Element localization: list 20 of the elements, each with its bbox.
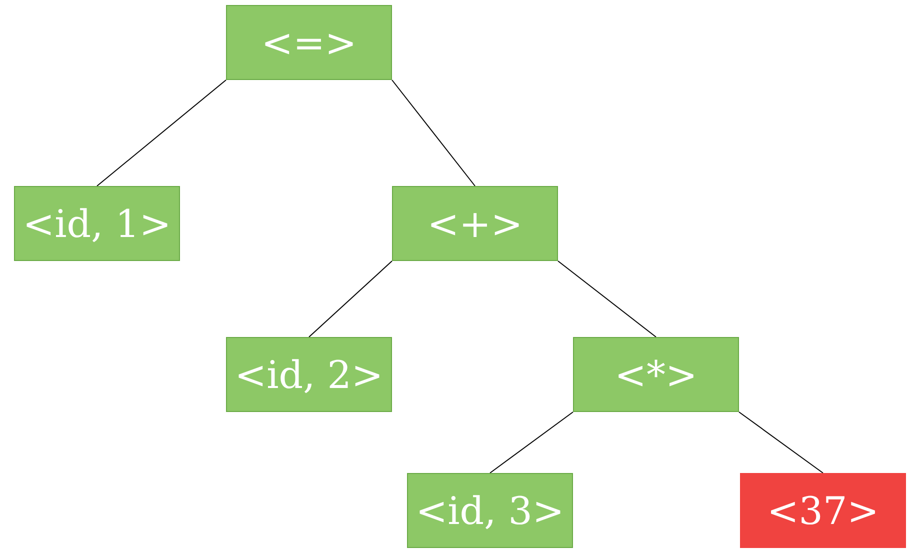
token-label: <id, 3> — [416, 492, 564, 530]
tree-edge — [96, 80, 226, 186]
token-label: <*> — [614, 356, 698, 394]
token-box — [407, 473, 573, 548]
token-box — [226, 5, 392, 80]
token-label: <+> — [427, 204, 523, 242]
tree-edge — [738, 412, 824, 474]
token-box — [392, 186, 558, 261]
tree-edge — [308, 260, 392, 338]
token-box — [226, 337, 392, 412]
token-label: <id, 1> — [22, 204, 172, 242]
token-label: <37> — [766, 492, 880, 530]
token-box — [573, 337, 739, 412]
tree-edge — [490, 412, 574, 474]
token-label: <id, 2> — [234, 356, 384, 394]
token-label: <=> — [261, 24, 357, 62]
tree-edge — [392, 80, 476, 186]
tree-edge — [558, 260, 656, 338]
token-box — [14, 186, 180, 261]
token-box — [740, 473, 906, 548]
